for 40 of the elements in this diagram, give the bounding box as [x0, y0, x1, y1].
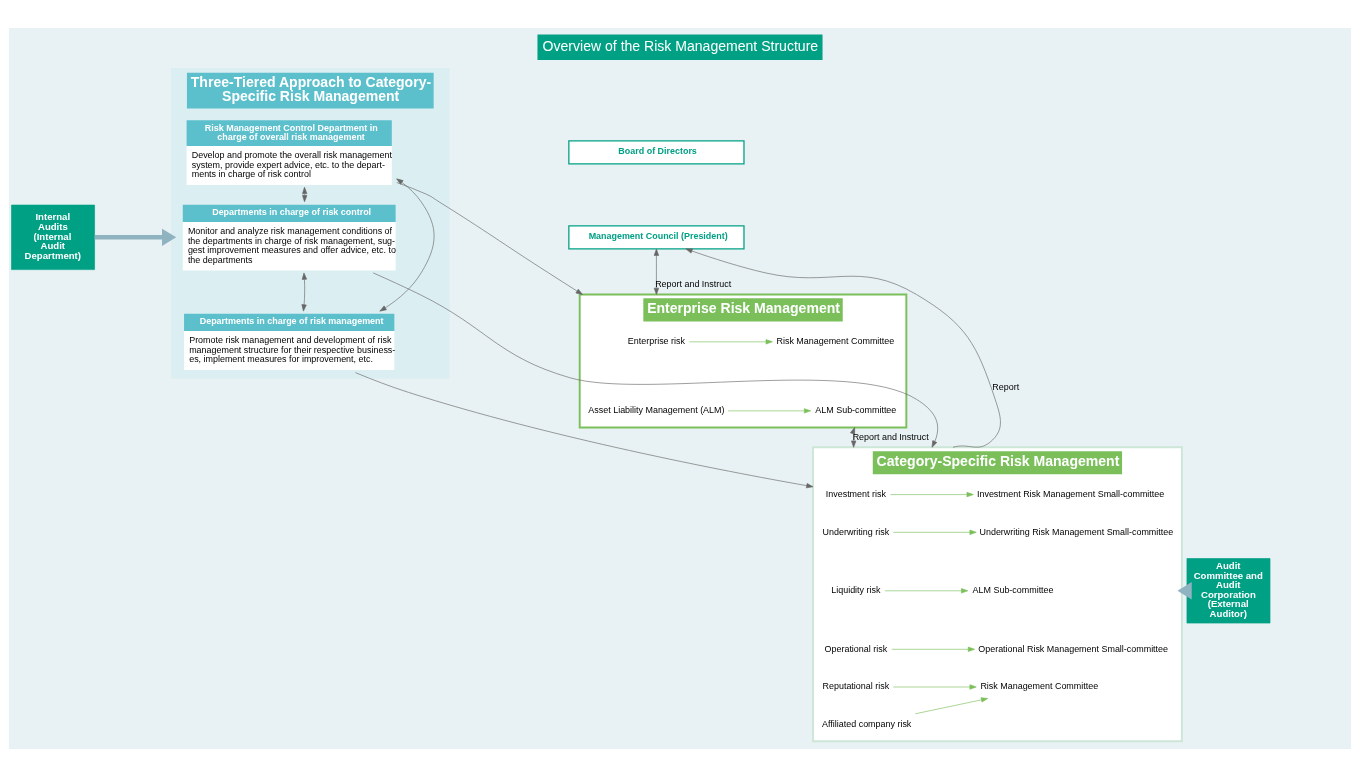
node-box: Management Council (President) — [568, 224, 745, 249]
edge-label: Report — [992, 381, 1020, 392]
node-text: Liquidity risk — [831, 584, 881, 595]
node-text: Operational risk — [824, 643, 888, 654]
node-text: Underwriting risk — [822, 526, 890, 537]
diagram-title: Overview of the Risk Management Structure — [542, 37, 819, 54]
node-text: Reputational risk — [822, 680, 890, 691]
arrow — [727, 407, 811, 413]
node-text: Investment risk — [825, 488, 886, 499]
arrow — [355, 371, 814, 488]
edge-label: Report and Instruct — [655, 278, 732, 289]
arrow — [653, 248, 659, 295]
node-box: Board of Directors — [568, 139, 745, 164]
arrow — [892, 683, 977, 690]
arrow — [94, 228, 177, 246]
arrow — [685, 248, 1001, 448]
node-text: Affiliated company risk — [822, 718, 912, 729]
arrow — [893, 529, 977, 535]
arrow — [302, 186, 308, 202]
node-text: Asset Liability Management (ALM) — [588, 404, 725, 415]
arrow — [890, 491, 974, 497]
arrow — [915, 696, 989, 714]
node-box: Internal Audits (Internal Audit Department) — [11, 204, 95, 270]
arrow — [1177, 581, 1192, 599]
arrow — [301, 272, 307, 311]
node-text: ALM Sub-committee — [815, 404, 897, 415]
arrow — [884, 587, 969, 593]
edge-label: Report and Instruct — [852, 431, 929, 442]
arrow — [372, 272, 939, 448]
node-text: ALM Sub-committee — [972, 584, 1054, 595]
node-text: Risk Management Committee — [980, 680, 1099, 691]
node-text: Investment Risk Management Small-committee — [976, 488, 1165, 499]
arrow — [379, 178, 435, 311]
arrow — [396, 181, 583, 295]
node-text: Enterprise risk — [627, 335, 685, 346]
node-text: Underwriting Risk Management Small-committee — [979, 526, 1174, 537]
node-text: Risk Management Committee — [776, 335, 895, 346]
arrow — [689, 338, 773, 344]
arrow — [891, 646, 975, 652]
node-text: Operational Risk Management Small-committee — [978, 643, 1169, 654]
